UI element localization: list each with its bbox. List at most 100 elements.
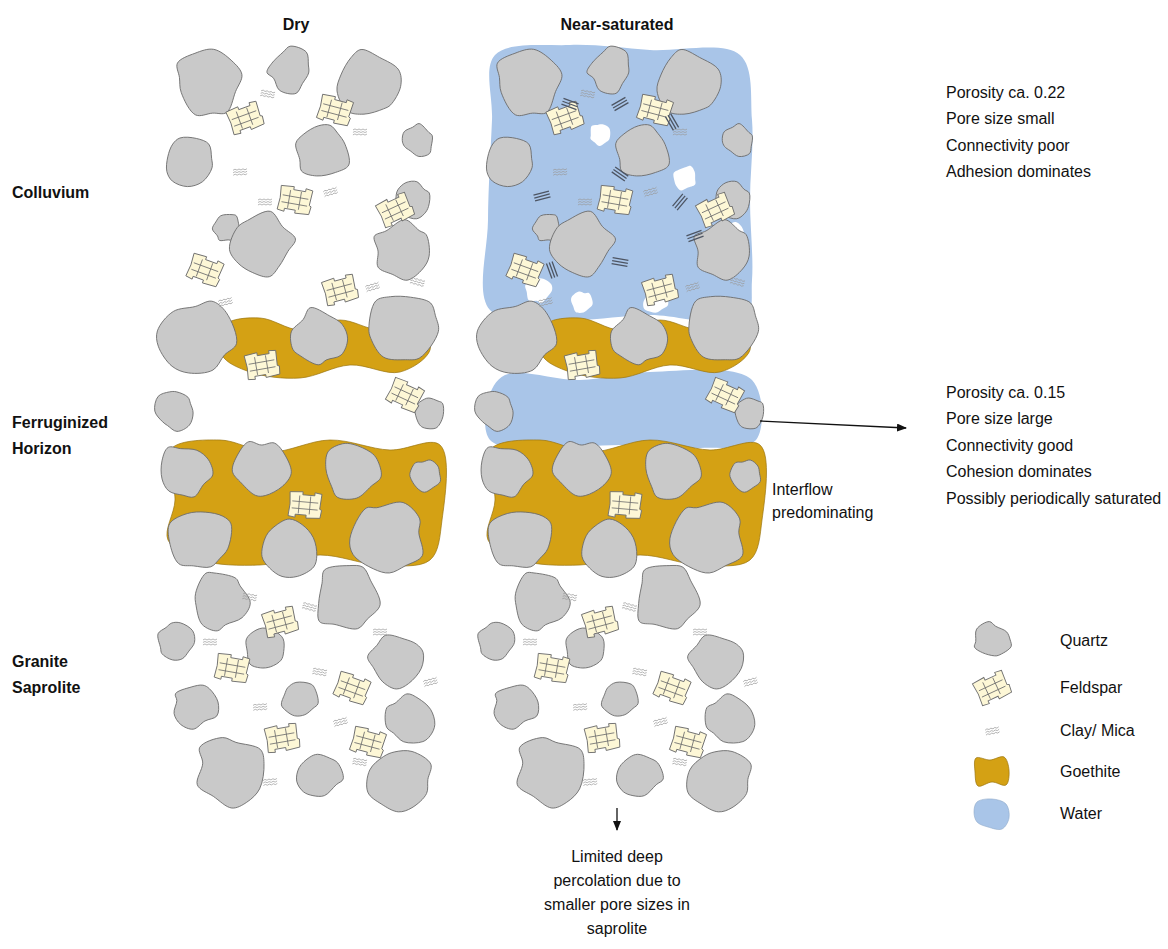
- quartz-grain: [694, 220, 750, 281]
- feldspar-cleavage: [248, 354, 277, 376]
- legend-sample: [974, 622, 1011, 656]
- quartz-grain: [475, 391, 514, 431]
- legend-sample: [972, 669, 1013, 707]
- feldspar-grain: [597, 184, 634, 215]
- pore-water: [483, 45, 753, 324]
- feldspar-outline: [316, 93, 355, 127]
- quartz-grain: [415, 398, 444, 429]
- clay-flake: [731, 280, 745, 285]
- clay-flake: [258, 204, 272, 205]
- clay-mica: [632, 668, 647, 676]
- feldspar-cleavage: [281, 189, 310, 211]
- quartz-grain: [410, 460, 441, 492]
- hatch-lines: [673, 194, 688, 210]
- clay-mica: [743, 677, 758, 686]
- quartz-grain: [515, 572, 570, 631]
- near-saturated-column: [475, 45, 767, 812]
- quartz-grain: [229, 211, 295, 277]
- feldspar-grain: [333, 670, 373, 706]
- hatch-lines: [612, 258, 629, 267]
- dry-column: [155, 46, 447, 812]
- clay-mica: [203, 639, 217, 645]
- property-note: Porosity ca. 0.22: [946, 80, 1065, 106]
- air-bubble: [590, 124, 610, 146]
- quartz-grain: [232, 441, 291, 496]
- clay-flake: [553, 171, 567, 173]
- clay-flake: [352, 763, 366, 766]
- quartz-grain: [497, 49, 562, 116]
- property-note: Connectivity good: [946, 433, 1073, 459]
- feldspar-outline: [277, 184, 314, 215]
- clay-mica: [643, 187, 658, 197]
- quartz-grain: [476, 301, 556, 373]
- clay-mica: [258, 199, 272, 205]
- clay-flake: [353, 134, 367, 135]
- feldspar-outline: [186, 252, 226, 288]
- clay-mica: [218, 297, 233, 306]
- legend-label: Feldspar: [1060, 677, 1122, 699]
- wet-clay-hatch: [612, 258, 629, 267]
- quartz-grain: [246, 628, 284, 668]
- clay-flake: [303, 605, 317, 610]
- hatch-lines: [686, 230, 703, 241]
- clay-mica: [693, 629, 707, 635]
- clay-flake: [373, 634, 387, 635]
- column-heading: Dry: [236, 12, 356, 38]
- wet-clay-hatch: [612, 167, 629, 181]
- clay-mica: [523, 639, 537, 645]
- clay-flake: [686, 284, 700, 289]
- feldspar-outline: [534, 652, 571, 683]
- feldspar-outline: [641, 273, 680, 307]
- clay-flake: [242, 598, 256, 601]
- clay-flake: [673, 134, 687, 135]
- feldspar-cleavage: [709, 381, 740, 408]
- feldspar-grain: [695, 191, 736, 229]
- quartz-grain: [494, 685, 539, 729]
- clay-flake: [303, 602, 317, 607]
- quartz-grain: [688, 635, 744, 689]
- clay-flake: [580, 95, 594, 98]
- feldspar-outline: [581, 605, 620, 639]
- clay-flake: [366, 284, 380, 289]
- clay-flake: [233, 169, 247, 171]
- quartz-grain: [687, 751, 752, 812]
- legend-swatch: [974, 799, 1009, 830]
- quartz-grain: [195, 572, 250, 631]
- feldspar-cleavage: [588, 727, 617, 749]
- feldspar-outline: [349, 725, 388, 759]
- feldspar-cleavage: [230, 105, 261, 131]
- feldspar-grain: [669, 725, 708, 759]
- feldspar-cleavage: [538, 657, 567, 679]
- feldspar-cleavage: [353, 730, 383, 754]
- quartz-grain: [155, 391, 194, 431]
- clay-flake: [573, 706, 587, 708]
- quartz-grain: [616, 125, 670, 176]
- clay-flake: [233, 174, 247, 176]
- clay-flake: [411, 277, 425, 282]
- quartz-grain: [166, 137, 212, 186]
- clay-flake: [685, 282, 699, 287]
- interflow-arrow: [760, 421, 906, 428]
- clay-mica: [353, 129, 367, 135]
- feldspar-grain: [584, 722, 621, 753]
- wet-clay-hatch: [546, 261, 557, 278]
- feldspar-outline: [653, 670, 693, 706]
- quartz-grain: [326, 443, 382, 499]
- clay-flake: [365, 282, 379, 287]
- pore-water: [485, 370, 762, 448]
- feldspar-outline: [375, 191, 416, 229]
- hatch-lines: [665, 114, 678, 131]
- clay-flake: [583, 781, 597, 783]
- quartz-grain: [350, 502, 423, 573]
- property-note: Cohesion dominates: [946, 459, 1092, 485]
- hatch-lines: [546, 261, 557, 278]
- property-note: Pore size large: [946, 406, 1053, 432]
- horizon-name: Colluvium: [12, 180, 89, 206]
- clay-flake: [644, 192, 658, 197]
- clay-flake: [233, 171, 247, 173]
- clay-mica: [302, 602, 317, 611]
- feldspar-cleavage: [645, 278, 675, 302]
- clay-flake: [578, 201, 592, 202]
- quartz-grain: [318, 565, 380, 629]
